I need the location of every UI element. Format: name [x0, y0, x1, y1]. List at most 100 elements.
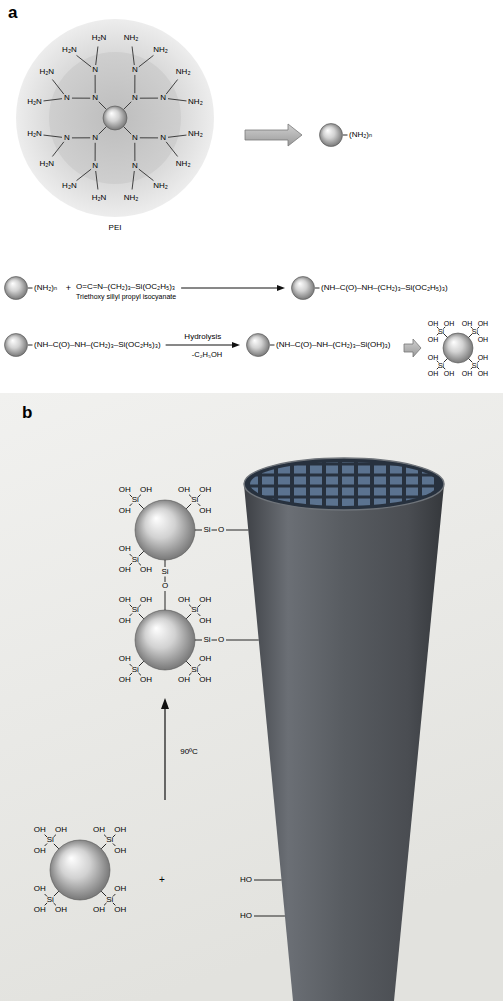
chemical-bond [186, 661, 191, 666]
chemical-bond [139, 614, 144, 619]
chemical-bond [469, 359, 473, 363]
silicon-atom: Si [132, 666, 139, 674]
hydroxyl-label: OH [428, 335, 439, 342]
chemical-bond [77, 55, 92, 66]
silicon-atom: Si [106, 896, 113, 904]
hydroxyl-label: OH [478, 335, 489, 342]
hydroxyl-label: OH [428, 354, 439, 361]
monolith-body [244, 485, 444, 1001]
hydroxyl-label: OH [428, 369, 439, 376]
arrow-head [232, 342, 240, 348]
formula-text: (NH–C(O)–NH–(CH₂)₃–Si(OC₂H₅)₃) [321, 276, 448, 300]
chemical-bond [28, 288, 33, 289]
reagent-name: Triethoxy sillyl propyl isocyanate [76, 292, 176, 301]
hydroxyl-label: OH [119, 545, 131, 553]
hydroxyl-label: HO [240, 912, 252, 920]
silicon-atom: Si [438, 328, 444, 335]
plus-sign: + [66, 284, 71, 293]
amine-sphere: (NH₂)ₙ [3, 276, 57, 300]
chemical-bond [254, 916, 285, 917]
chemical-bond [168, 135, 186, 137]
hydroxyl-label: OH [114, 847, 126, 855]
dendrimer-drawing [15, 18, 215, 218]
nanoparticle-sphere [5, 334, 28, 357]
hydroxyl-label: OH [119, 486, 131, 494]
plus-sign: + [159, 875, 165, 885]
chemical-bond [28, 345, 33, 346]
panel-label: b [22, 404, 32, 421]
silicon-atom: Si [438, 361, 444, 368]
hydroxyl-label: OH [199, 655, 211, 663]
heating-arrow [164, 707, 165, 800]
chemical-bond [226, 530, 248, 531]
hydroxyl-label: OH [114, 906, 126, 914]
hydroxyl-label: OH [199, 486, 211, 494]
amine-group: NH₂ [124, 34, 139, 42]
chemical-bond [166, 80, 177, 95]
hydroxyl-label: OH [93, 826, 105, 834]
chemical-bond [132, 47, 134, 65]
nitrogen-atom: N [160, 134, 166, 142]
hydroxyl-label: OH [55, 906, 67, 914]
nanoparticle-sphere [320, 124, 343, 147]
chemical-bond [132, 171, 134, 189]
formula-text: (NH₂)ₙ [349, 123, 372, 147]
silicon-atom: Si [47, 896, 54, 904]
chemical-bond [444, 359, 448, 363]
chemical-bond [270, 345, 275, 346]
hydroxyl-label: OH [178, 676, 190, 684]
chemical-bond [52, 142, 63, 157]
silicon-atom: Si [132, 606, 139, 614]
nitrogen-atom: N [64, 134, 70, 142]
temperature-label: 90ºC [180, 748, 198, 756]
dendrimer-shell [16, 19, 214, 217]
silanol-product: (NH–C(O)–NH–(CH₂)₃–Si(OH)₃) [245, 333, 391, 357]
nitrogen-atom: N [160, 94, 166, 102]
chemical-bond [54, 891, 59, 896]
chemical-bond [95, 143, 96, 161]
chemical-bond [469, 334, 473, 338]
polymer-name: PEI [15, 223, 215, 233]
formula-text: O=C=N–(CH₂)₃–Si(OC₂H₅)₃ [76, 282, 176, 292]
chemical-bond [254, 880, 282, 881]
dendrimer-shell [49, 52, 181, 184]
hydroxyl-label: OH [34, 885, 46, 893]
nitrogen-atom: N [132, 94, 138, 102]
amine-group: NH₂ [153, 46, 168, 54]
chemical-bond [139, 169, 154, 180]
chemical-bond [198, 664, 200, 666]
amine-group: NH₂ [176, 68, 191, 76]
nanoparticle-sphere [443, 333, 473, 363]
hydroxyl-label: OH [119, 596, 131, 604]
arrow-line [166, 345, 233, 346]
chemical-bond [96, 47, 98, 65]
hydroxyl-label: OH [119, 655, 131, 663]
hydroxyl-label: OH [462, 369, 473, 376]
arrow-label: Hydrolysis [183, 333, 222, 341]
amine-group: NH₂ [176, 160, 191, 168]
reaction-arrow [181, 285, 285, 291]
chemical-bond [52, 80, 63, 95]
dendrimer-node: PEI [15, 18, 215, 233]
hydroxyl-label: OH [114, 885, 126, 893]
silicon-atom: Si [191, 666, 198, 674]
block-arrow [404, 339, 421, 357]
chemical-bond [198, 613, 200, 615]
hydroxyl-label: OH [199, 617, 211, 625]
urea-product: (NH–C(O)–NH–(CH₂)₃–Si(OC₂H₅)₃) [3, 333, 161, 357]
hydroxyl-label: HO [240, 876, 252, 884]
chemical-bond [139, 551, 144, 556]
nanoparticle-sphere [135, 610, 195, 670]
chemical-bond [195, 640, 202, 641]
chemical-bond [54, 844, 59, 849]
chemical-bond [134, 143, 135, 161]
sphere-shape [3, 276, 33, 300]
formula-text: (NH–C(O)–NH–(CH₂)₃–Si(OC₂H₅)₃) [34, 333, 161, 357]
reagent-formula: O=C=N–(CH₂)₃–Si(OC₂H₅)₃Triethoxy sillyl … [76, 282, 176, 301]
hydroxyl-label: OH [34, 847, 46, 855]
monolith-rim [244, 458, 444, 510]
monolith-face [244, 458, 444, 510]
chemical-bond [139, 504, 144, 509]
chemical-bond [198, 495, 200, 497]
hydroxyl-label: OH [55, 826, 67, 834]
